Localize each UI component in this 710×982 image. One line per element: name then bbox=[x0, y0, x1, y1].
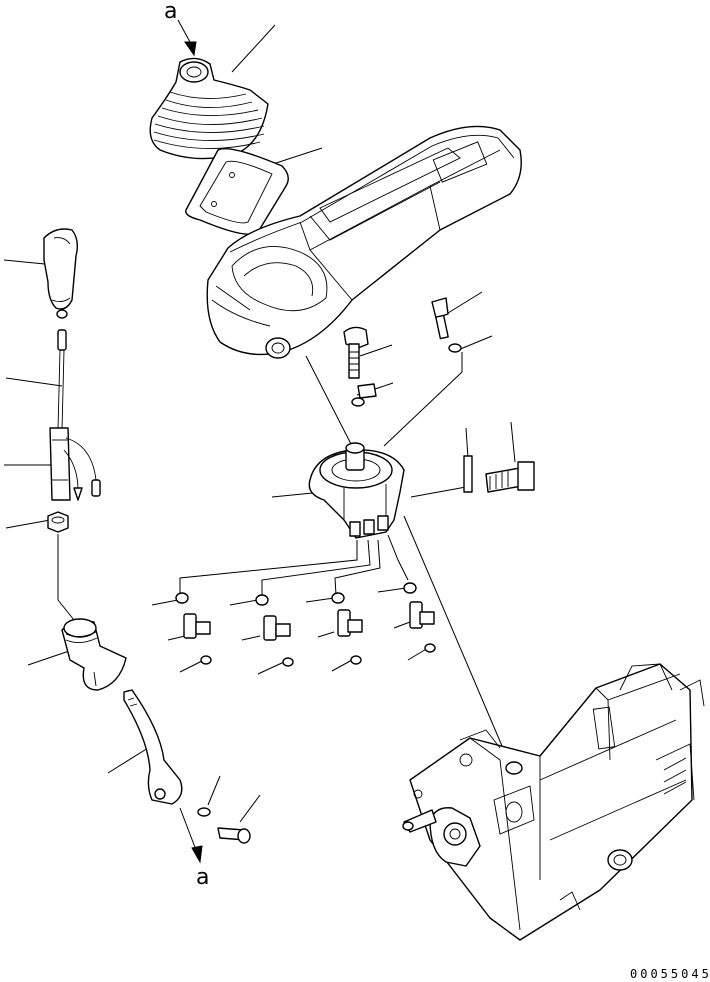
lever-switch-harness bbox=[49, 309, 101, 501]
mount-bolt-small bbox=[431, 297, 462, 353]
hex-nut bbox=[47, 511, 69, 533]
hose-fitting-2 bbox=[255, 594, 294, 667]
lever-knob bbox=[43, 228, 79, 310]
boot-retainer-plate bbox=[185, 148, 289, 235]
hose-fitting-4 bbox=[403, 582, 436, 653]
lever-adapter bbox=[61, 618, 127, 691]
callout-a-bottom: a bbox=[179, 807, 209, 890]
callout-label-top: a bbox=[164, 0, 177, 24]
callout-label-bottom: a bbox=[196, 865, 209, 890]
mount-bolt-side bbox=[463, 455, 535, 493]
valve-bolt-upper bbox=[343, 326, 369, 379]
hose-fitting-3 bbox=[331, 592, 363, 665]
lower-lever bbox=[123, 689, 251, 844]
pilot-valve bbox=[308, 442, 405, 539]
console-cover bbox=[206, 125, 522, 359]
document-number: 00055045 bbox=[630, 967, 710, 981]
arrow-down-icon bbox=[191, 845, 203, 864]
arrow-down-icon bbox=[184, 41, 197, 57]
washer-upper bbox=[351, 383, 377, 407]
hose-fitting-1 bbox=[175, 592, 212, 665]
console-frame bbox=[402, 663, 705, 941]
lever-boot bbox=[149, 57, 269, 160]
callout-a-top: a bbox=[164, 0, 197, 57]
